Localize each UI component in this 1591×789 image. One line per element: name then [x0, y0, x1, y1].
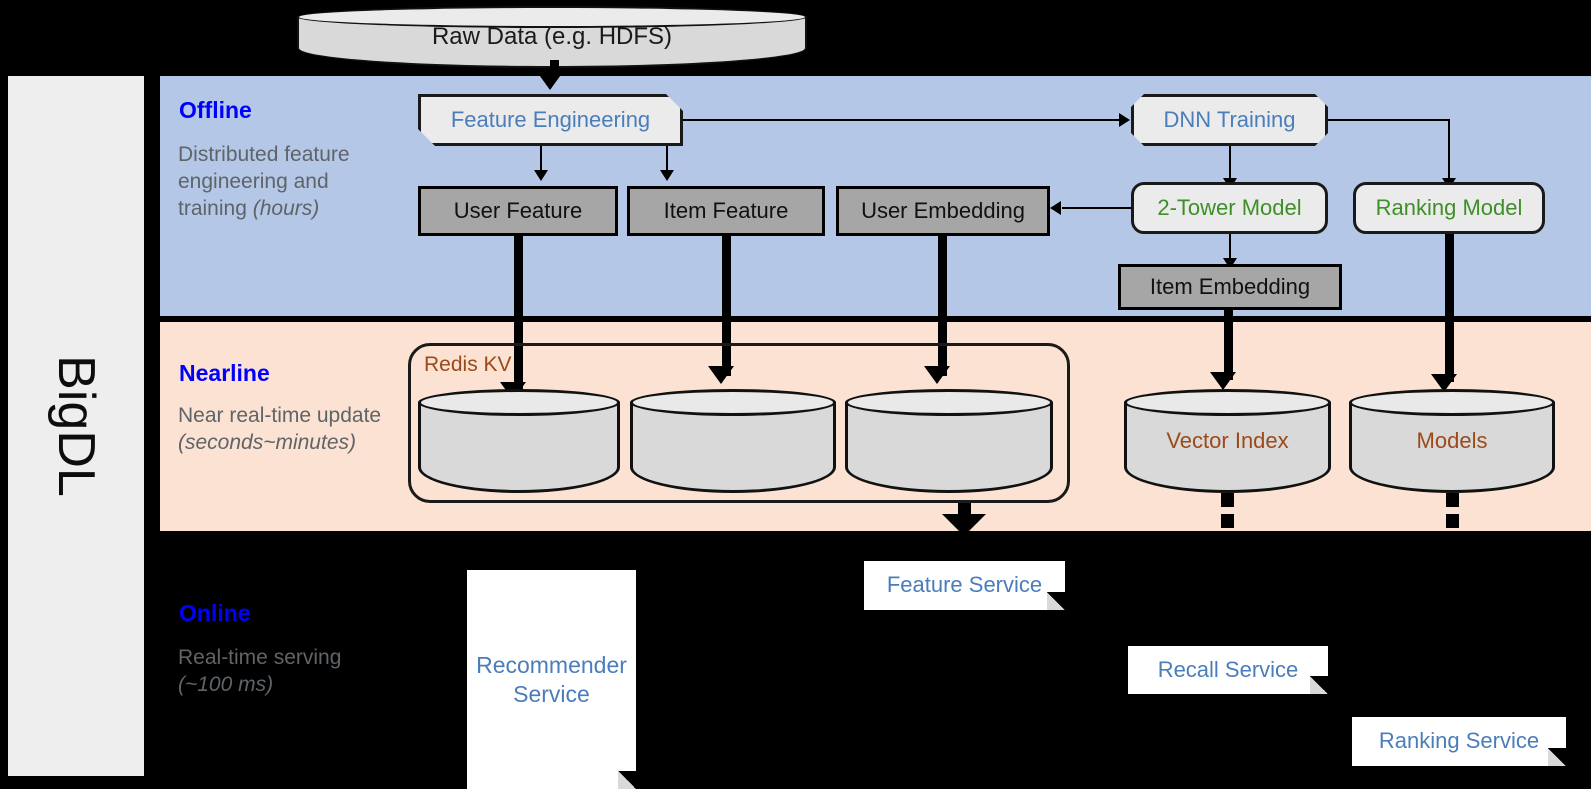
ranking-service-card[interactable]: Ranking Service	[1352, 717, 1566, 766]
online-desc: Real-time serving (~100 ms)	[178, 646, 342, 696]
feature-engineering-box[interactable]: Feature Engineering	[418, 94, 683, 146]
page-fold-icon	[1548, 748, 1566, 766]
recall-service-label: Recall Service	[1157, 656, 1299, 682]
ranking-model-label: Ranking Model	[1375, 195, 1523, 221]
arrowhead-fe-itemfeature	[660, 170, 674, 181]
user-embedding-label: User Embedding	[861, 198, 1025, 224]
user-embedding-box[interactable]: User Embedding	[836, 186, 1050, 236]
recall-service-card[interactable]: Recall Service	[1128, 646, 1328, 694]
raw-data-label: Raw Data (e.g. HDFS)	[431, 23, 673, 50]
redis-store-2[interactable]	[630, 389, 836, 493]
models-store[interactable]: Models	[1349, 389, 1555, 493]
online-title: Online	[179, 600, 251, 626]
feature-service-card[interactable]: Feature Service	[864, 561, 1065, 610]
connector-fe-userfeature	[540, 146, 542, 172]
arrowhead-redis-featureservice	[942, 514, 986, 536]
redis-store-1-label	[418, 389, 620, 493]
nearline-title: Nearline	[179, 360, 270, 386]
connector-twotower-userembedding	[1062, 207, 1132, 209]
connector-rawdata-fe	[550, 60, 559, 74]
connector-dnn-ranking-h	[1328, 119, 1450, 121]
pipe-userembedding-store	[938, 234, 947, 376]
cylinder-body	[1124, 402, 1331, 493]
offline-desc: Distributed feature engineering and trai…	[178, 143, 350, 220]
vector-index-label: Vector Index	[1166, 428, 1289, 453]
pipe-redis-featureservice	[958, 503, 971, 517]
item-embedding-label: Item Embedding	[1149, 274, 1311, 300]
dash-models-2	[1446, 514, 1459, 528]
feature-engineering-label: Feature Engineering	[450, 107, 651, 133]
cylinder-body	[418, 402, 620, 493]
redis-store-1[interactable]	[418, 389, 620, 493]
redis-kv-container	[408, 343, 1070, 503]
recommender-service-card[interactable]: Recommender Service	[467, 570, 636, 789]
dnn-training-label: DNN Training	[1163, 107, 1296, 133]
arrowhead-itememb-vectorindex	[1210, 372, 1236, 390]
pipe-itemfeature-store	[722, 234, 731, 376]
arrowhead-rawdata-fe	[537, 72, 563, 90]
pipe-itememb-vectorindex	[1224, 308, 1233, 380]
cylinder-top	[297, 6, 807, 28]
cylinder-top	[418, 389, 620, 416]
page-fold-icon	[1310, 676, 1328, 694]
pipe-rankingmodel-models	[1445, 234, 1454, 382]
nearline-desc: Near real-time update (seconds~minutes)	[178, 404, 382, 454]
models-label: Models	[1416, 428, 1488, 453]
cylinder-top	[845, 389, 1053, 416]
item-feature-label: Item Feature	[663, 198, 789, 224]
ranking-service-label: Ranking Service	[1378, 728, 1540, 754]
page-fold-icon	[1047, 592, 1065, 610]
user-feature-box[interactable]: User Feature	[418, 186, 618, 236]
cylinder-body	[1349, 402, 1555, 493]
arrowhead-rankingmodel-models	[1431, 374, 1457, 392]
page-fold-icon	[618, 771, 636, 789]
arrowhead-twotower-userembedding	[1050, 201, 1061, 215]
connector-fe-itemfeature	[666, 146, 668, 172]
dash-vectorindex-2	[1221, 514, 1234, 528]
two-tower-model-label: 2-Tower Model	[1157, 195, 1302, 221]
cylinder-body	[630, 402, 836, 493]
dash-vectorindex-1	[1221, 493, 1234, 507]
connector-dnn-ranking-v	[1448, 119, 1450, 181]
arrowhead-fe-userfeature	[534, 170, 548, 181]
dash-models-1	[1446, 493, 1459, 507]
offline-title: Offline	[179, 97, 252, 123]
bigdl-label: BigDL	[47, 355, 105, 497]
item-feature-box[interactable]: Item Feature	[627, 186, 825, 236]
arrowhead-itemfeature-store	[708, 366, 734, 384]
cylinder-top	[1124, 389, 1331, 416]
user-feature-label: User Feature	[453, 198, 583, 224]
bigdl-rail: BigDL	[8, 76, 144, 776]
ranking-model-box[interactable]: Ranking Model	[1353, 182, 1545, 234]
connector-fe-dnn	[683, 119, 1120, 121]
connector-dnn-twotower	[1229, 146, 1231, 180]
cylinder-body	[845, 402, 1053, 493]
redis-store-2-label	[630, 389, 836, 493]
arrowhead-userembedding-store	[924, 366, 950, 384]
arrowhead-twotower-itememb	[1223, 258, 1237, 269]
vector-index-store[interactable]: Vector Index	[1124, 389, 1331, 493]
item-embedding-box[interactable]: Item Embedding	[1118, 264, 1342, 310]
cylinder-top	[1349, 389, 1555, 416]
arrowhead-fe-dnn	[1119, 113, 1130, 127]
redis-store-3-label	[845, 389, 1053, 493]
pipe-userfeature-store	[514, 234, 523, 394]
connector-twotower-itememb	[1229, 234, 1231, 262]
redis-store-3[interactable]	[845, 389, 1053, 493]
cylinder-top	[630, 389, 836, 416]
redis-kv-label: Redis KV	[424, 353, 512, 376]
two-tower-model-box[interactable]: 2-Tower Model	[1131, 182, 1328, 234]
recommender-service-label: Recommender Service	[476, 652, 627, 707]
dnn-training-box[interactable]: DNN Training	[1131, 94, 1328, 146]
feature-service-label: Feature Service	[886, 572, 1043, 598]
raw-data-store: Raw Data (e.g. HDFS)	[297, 6, 807, 68]
